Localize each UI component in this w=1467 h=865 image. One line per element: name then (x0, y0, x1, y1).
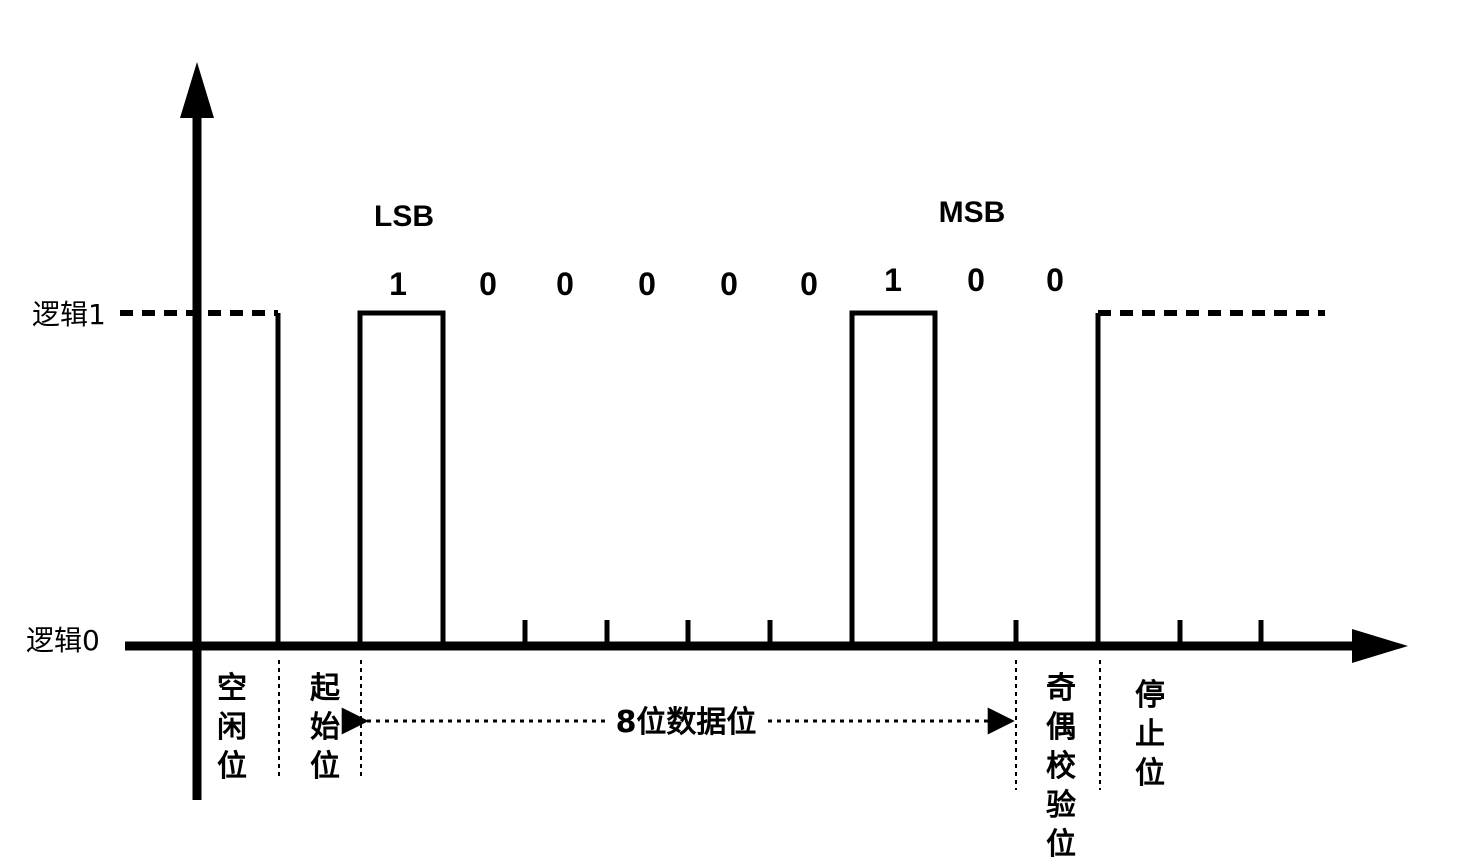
x-axis-arrowhead (1352, 629, 1408, 663)
data-bit-5: 0 (800, 266, 818, 302)
parity-bit-label: 奇 偶 校 验 位 (1046, 671, 1076, 862)
parity-char: 位 (1046, 827, 1076, 862)
start-bit-label: 起 始 位 (310, 671, 341, 784)
stop-char: 停 (1135, 678, 1165, 713)
data-bit-1: 0 (479, 266, 497, 302)
data-span-label: 8位数据位 (616, 705, 757, 740)
data-bit-0: 1 (389, 266, 407, 302)
stop-bit-label: 停 止 位 (1135, 678, 1165, 791)
idle-char: 空 (217, 671, 247, 706)
parity-char: 偶 (1046, 710, 1076, 745)
parity-char: 奇 (1046, 671, 1076, 706)
data-bit-4: 0 (720, 266, 738, 302)
stop-char: 位 (1135, 756, 1165, 791)
bit-ticks (522, 620, 1264, 646)
parity-char: 校 (1046, 749, 1076, 784)
data-bit-6: 1 (884, 262, 902, 298)
parity-bit-value: 0 (1046, 262, 1064, 298)
idle-char: 位 (217, 749, 247, 784)
parity-char: 验 (1046, 788, 1076, 823)
start-char: 起 (310, 671, 341, 706)
start-char: 位 (310, 749, 340, 784)
data-bit-3: 0 (638, 266, 656, 302)
signal-waveform (275, 310, 1101, 649)
stop-char: 止 (1135, 717, 1165, 752)
data-bit-7: 0 (967, 262, 985, 298)
idle-char: 闲 (217, 710, 247, 745)
data-bit-2: 0 (556, 266, 574, 302)
idle-bit-label: 空 闲 位 (217, 671, 247, 784)
lsb-label: LSB (374, 200, 434, 233)
start-char: 始 (310, 710, 340, 745)
level-1-label: 逻辑1 (32, 298, 106, 331)
msb-label: MSB (939, 196, 1006, 229)
y-axis-arrowhead (180, 62, 214, 118)
level-0-label: 逻辑0 (26, 624, 100, 657)
